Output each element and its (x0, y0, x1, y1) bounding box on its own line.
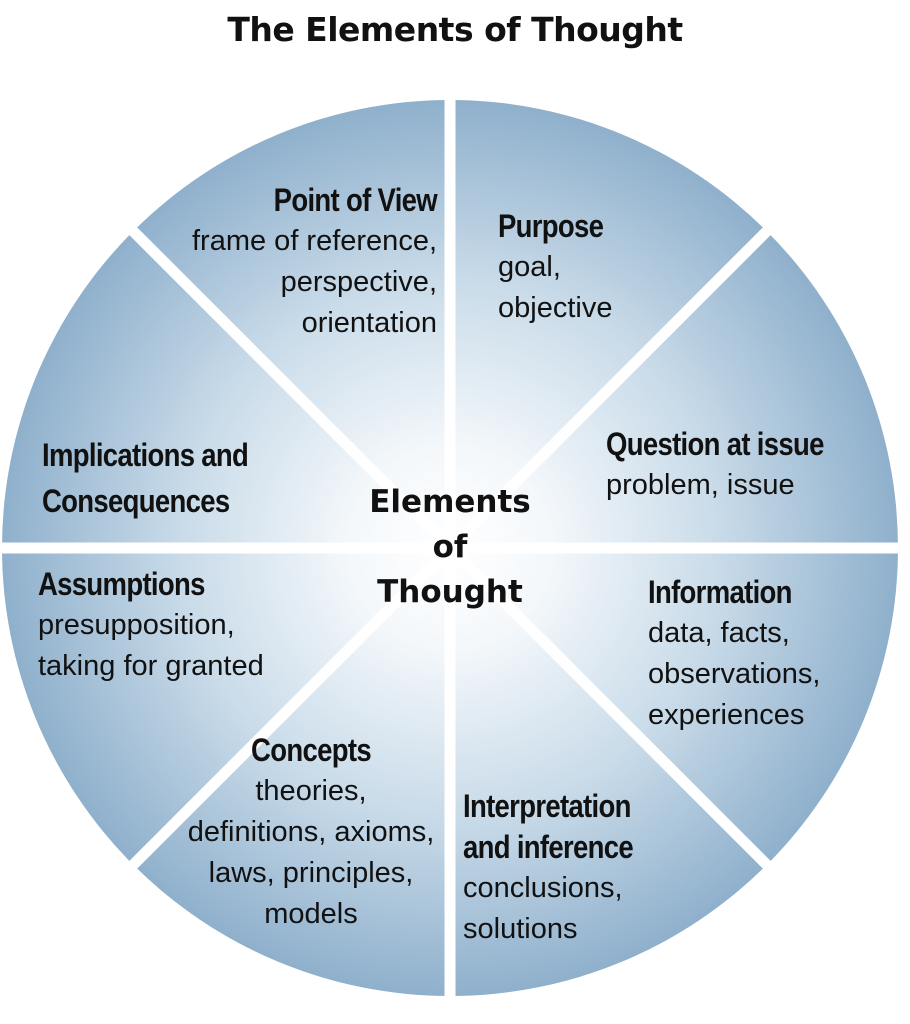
segment-title: Implications and (42, 437, 249, 473)
segment-detail: theories, (255, 775, 367, 807)
segment-detail: experiences (648, 699, 805, 731)
segment-title: Point of View (273, 182, 438, 218)
segment-detail: definitions, axioms, (187, 816, 435, 848)
segment-title: Concepts (251, 732, 372, 768)
segment-implications-consequences: Implications and Consequences (42, 432, 332, 524)
page-title: The Elements of Thought (227, 10, 683, 49)
segment-concepts: Concepts theories, definitions, axioms, … (166, 730, 456, 935)
segment-dividers (0, 96, 902, 1000)
segment-detail: orientation (301, 307, 437, 339)
segment-detail: presupposition, (38, 609, 235, 641)
segment-divider (126, 544, 454, 872)
segment-information: Information data, facts, observations, e… (648, 572, 898, 736)
segment-title-line-2: Consequences (42, 483, 230, 519)
center-label: Elements of Thought (330, 480, 570, 615)
segment-detail: goal, (498, 251, 561, 283)
segment-detail: frame of reference, (192, 225, 437, 257)
center-label-line: of (432, 529, 468, 565)
segment-detail: perspective, (280, 266, 437, 298)
segment-divider (446, 544, 774, 872)
segment-detail: data, facts, (648, 617, 790, 649)
segment-detail: conclusions, (463, 872, 623, 904)
segment-detail: models (264, 898, 358, 930)
center-label-line: Elements (369, 484, 531, 520)
segment-divider (126, 224, 454, 552)
segment-detail: observations, (648, 658, 821, 690)
segment-question-at-issue: Question at issue problem, issue (606, 424, 896, 506)
segment-detail: objective (498, 292, 613, 324)
segment-detail: problem, issue (606, 469, 795, 501)
center-label-line: Thought (377, 574, 523, 610)
segment-purpose: Purpose goal, objective (498, 206, 748, 329)
segment-title: Information (648, 574, 792, 610)
segment-title: Purpose (498, 208, 604, 244)
segment-divider (446, 224, 774, 552)
segment-detail: solutions (463, 913, 578, 945)
segment-title-line-2: and inference (463, 829, 634, 865)
segment-point-of-view: Point of View frame of reference, perspe… (150, 180, 438, 344)
segment-assumptions: Assumptions presupposition, taking for g… (38, 564, 328, 687)
segment-title: Assumptions (38, 566, 205, 602)
segment-interpretation-inference: Interpretation and inference conclusions… (463, 786, 723, 950)
segment-title: Question at issue (606, 426, 824, 462)
segment-detail: taking for granted (38, 650, 264, 682)
segment-title: Interpretation (463, 788, 631, 824)
segment-detail: laws, principles, (208, 857, 414, 889)
